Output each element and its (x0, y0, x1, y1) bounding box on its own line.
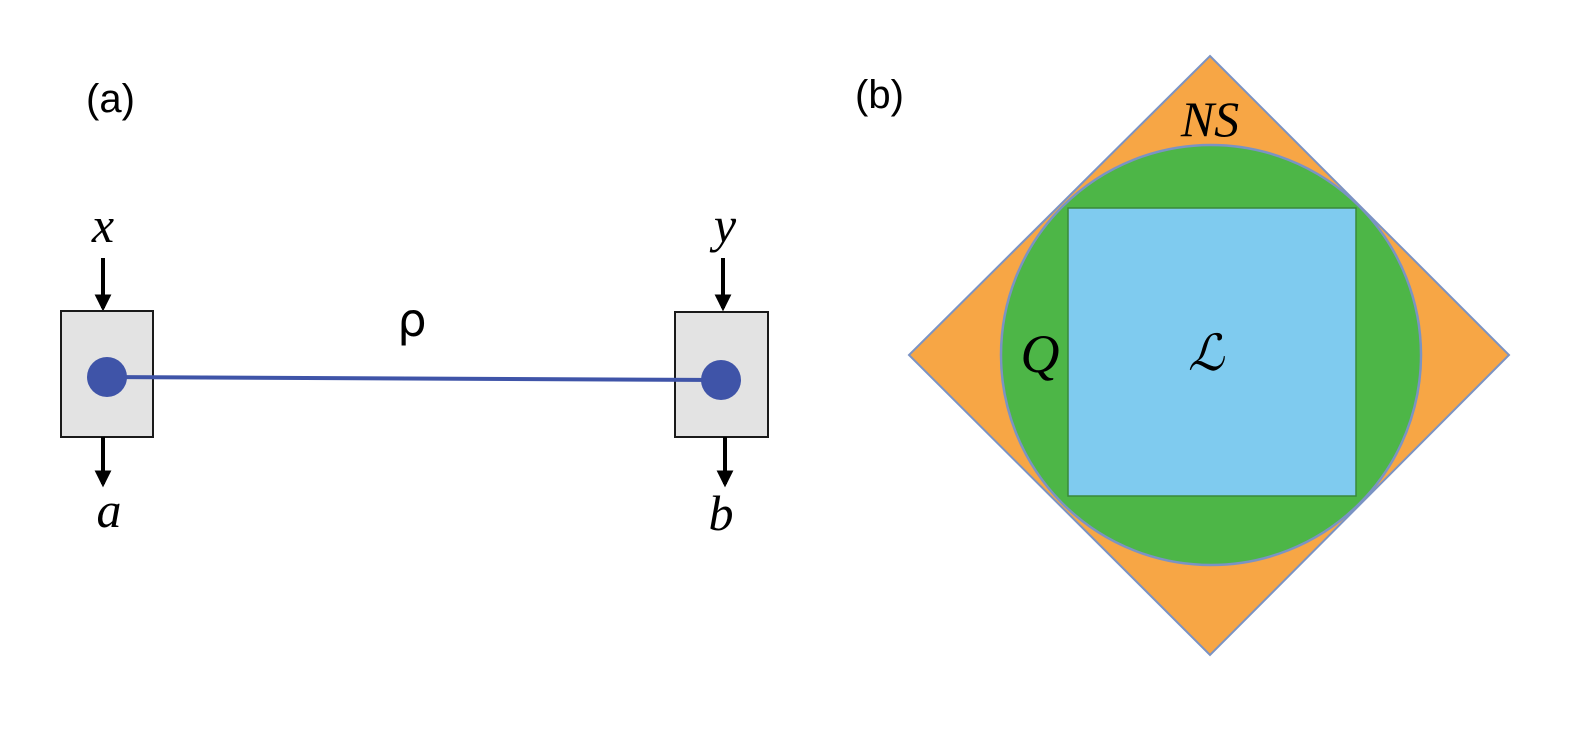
panel-b-label: (b) (855, 73, 904, 117)
right-source-node (701, 360, 741, 400)
right-input-label: y (709, 197, 737, 253)
right-output-label: b (709, 485, 734, 541)
local-label: ℒ (1188, 324, 1225, 382)
panel-b: (b) NS Q ℒ (855, 54, 1511, 657)
local-polytope (1067, 207, 1357, 497)
ns-label: NS (1180, 91, 1239, 147)
entanglement-line (106, 375, 722, 382)
left-input-label: x (91, 197, 114, 253)
panel-a-label: (a) (86, 77, 135, 121)
state-label: ρ (397, 293, 426, 347)
quantum-label: Q (1021, 324, 1060, 384)
left-output-label: a (97, 482, 122, 538)
left-source-node (87, 357, 127, 397)
panel-a: (a) x a y b ρ (60, 77, 769, 541)
